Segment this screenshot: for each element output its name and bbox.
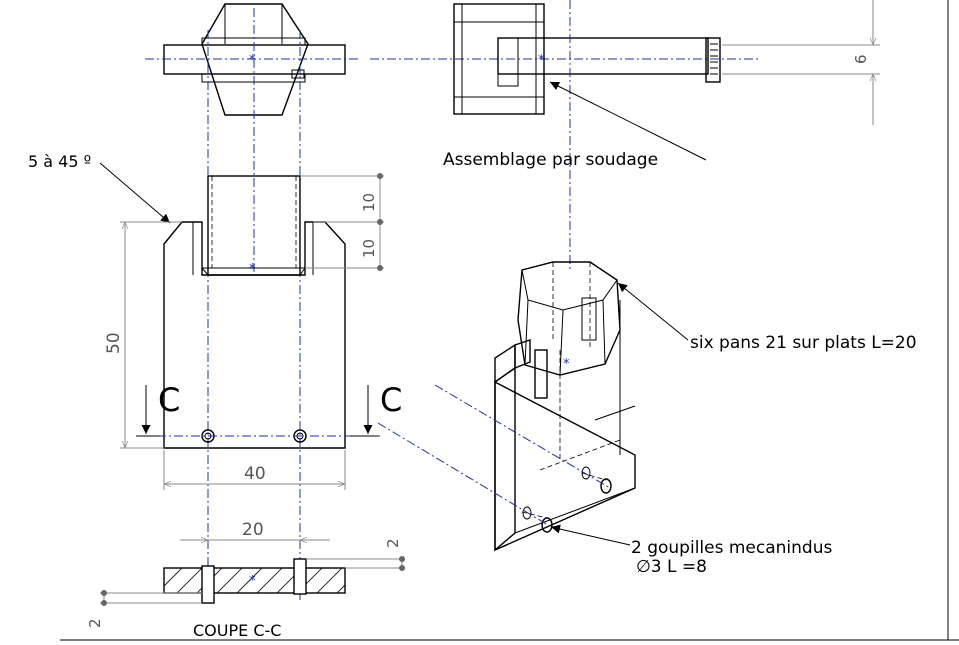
iso-centerline-1: [377, 422, 549, 526]
section-c-c: *: [163, 558, 346, 604]
dimension-2-left: 2: [86, 590, 202, 628]
dimension-20: 20: [180, 520, 330, 544]
chamfer-annotation: 5 à 45 º: [28, 152, 171, 224]
front-view: *: [140, 175, 380, 449]
dimension-50-value: 50: [104, 332, 124, 354]
chamfer-label: 5 à 45 º: [28, 152, 91, 171]
weld-annotation: Assemblage par soudage: [443, 81, 707, 170]
top-view: *: [145, 3, 360, 600]
dimension-2-right: 2: [306, 538, 405, 571]
dimension-40-value: 40: [244, 464, 266, 484]
dimension-6-value: 6: [852, 54, 870, 64]
section-letter-left: C: [158, 381, 180, 419]
section-marker-left: C: [136, 381, 180, 437]
dimension-10-bottom: 10: [360, 239, 378, 258]
dimension-10-top: 10: [360, 193, 378, 212]
svg-text:*: *: [538, 53, 545, 68]
section-marker-right: C: [350, 381, 402, 437]
dimension-2-right-value: 2: [384, 538, 402, 548]
dimension-40: 40: [163, 450, 346, 490]
weld-label: Assemblage par soudage: [443, 150, 658, 170]
svg-text:*: *: [563, 357, 570, 372]
section-letter-right: C: [380, 381, 402, 419]
dimension-50: 50: [104, 221, 182, 449]
dimension-20-value: 20: [242, 520, 264, 540]
svg-text:*: *: [249, 262, 256, 277]
hex-label: six pans 21 sur plats L=20: [690, 333, 917, 353]
iso-centerline-2: [434, 384, 611, 489]
pins-label-1: 2 goupilles mecanindus: [631, 538, 832, 558]
side-view: *: [453, 0, 721, 270]
svg-text:*: *: [249, 574, 256, 589]
pins-label-2: ∅3 L =8: [636, 557, 707, 577]
dimension-2-left-value: 2: [86, 618, 104, 628]
hex-annotation: six pans 21 sur plats L=20: [617, 282, 917, 353]
dimension-10-10: 10 10: [300, 173, 384, 271]
svg-text:*: *: [249, 53, 256, 68]
sheet-border: [60, 0, 959, 641]
pins-annotation: 2 goupilles mecanindus ∅3 L =8: [550, 524, 832, 577]
dimension-6: 6: [722, 0, 880, 125]
section-title: COUPE C-C: [193, 621, 281, 640]
isometric-view: *: [494, 261, 636, 552]
